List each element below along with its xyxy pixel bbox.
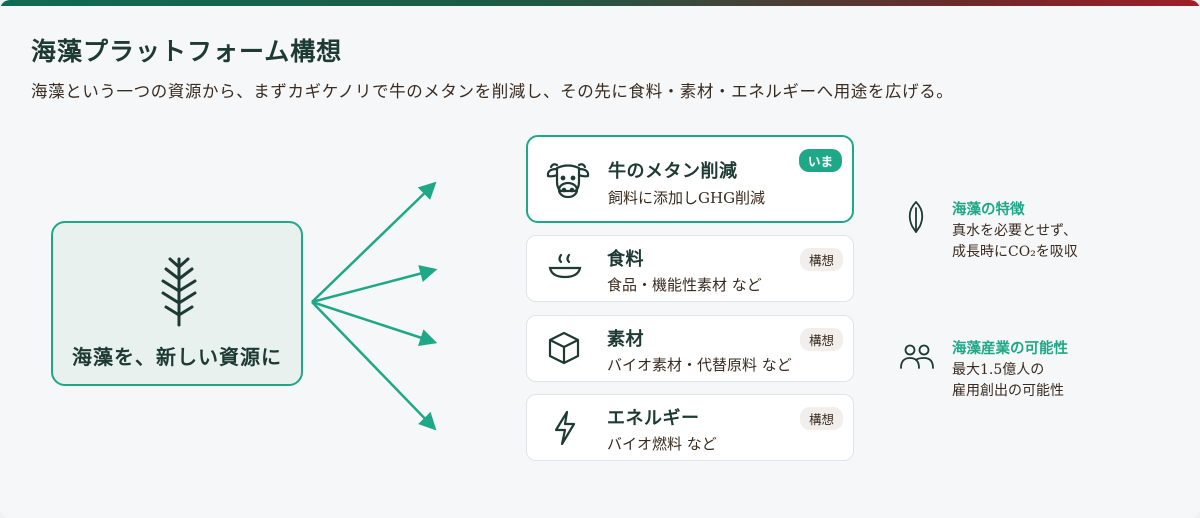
arrow-to-energy — [311, 301, 437, 431]
use-card-desc: バイオ燃料 など — [607, 435, 717, 453]
use-card-desc: 飼料に添加しGHG削減 — [608, 189, 766, 207]
use-card-material[interactable]: 素材 バイオ素材・代替原料 など 構想 — [526, 315, 854, 382]
use-card-title: エネルギー — [607, 408, 700, 429]
status-badge-plan: 構想 — [799, 328, 843, 351]
fact-line: 雇用創出の可能性 — [952, 383, 1064, 399]
fact-line: 真水を必要とせず、 — [952, 223, 1078, 239]
fact-title: 海藻産業の可能性 — [952, 340, 1068, 357]
source-label: 海藻を、新しい資源に — [72, 345, 282, 369]
lightning-icon — [554, 410, 576, 446]
fact-line: 成長時にCO₂を吸収 — [952, 244, 1078, 260]
top-accent-bar — [0, 0, 1200, 6]
use-card-title: 素材 — [607, 329, 644, 350]
box-icon — [548, 331, 580, 365]
bowl-icon — [548, 253, 582, 279]
people-icon — [900, 344, 934, 369]
use-card-methane[interactable]: 牛のメタン削減 飼料に添加しGHG削減 いま — [526, 135, 854, 223]
arrow-to-material — [311, 300, 438, 346]
seaweed-icon — [161, 257, 197, 327]
leaf-icon — [908, 201, 924, 233]
use-card-title: 牛のメタン削減 — [608, 161, 738, 182]
source-box: 海藻を、新しい資源に — [51, 221, 303, 386]
page-subtitle: 海藻という一つの資源から、まずカギケノリで牛のメタンを削減し、その先に食料・素材… — [31, 82, 954, 101]
cow-icon — [546, 163, 590, 199]
arrow-to-food — [311, 265, 438, 304]
fact-line: 最大1.5億人の — [952, 362, 1045, 378]
use-card-energy[interactable]: エネルギー バイオ燃料 など 構想 — [526, 394, 854, 461]
page-title: 海藻プラットフォーム構想 — [31, 37, 343, 66]
status-badge-plan: 構想 — [799, 407, 843, 430]
fact-title: 海藻の特徴 — [952, 201, 1025, 218]
status-badge-now: いま — [798, 149, 842, 172]
arrow-to-methane — [311, 181, 437, 303]
use-card-food[interactable]: 食料 食品・機能性素材 など 構想 — [526, 235, 854, 302]
status-badge-plan: 構想 — [799, 248, 843, 271]
use-card-desc: バイオ素材・代替原料 など — [607, 356, 792, 374]
use-card-title: 食料 — [607, 249, 644, 270]
use-card-desc: 食品・機能性素材 など — [607, 276, 762, 294]
